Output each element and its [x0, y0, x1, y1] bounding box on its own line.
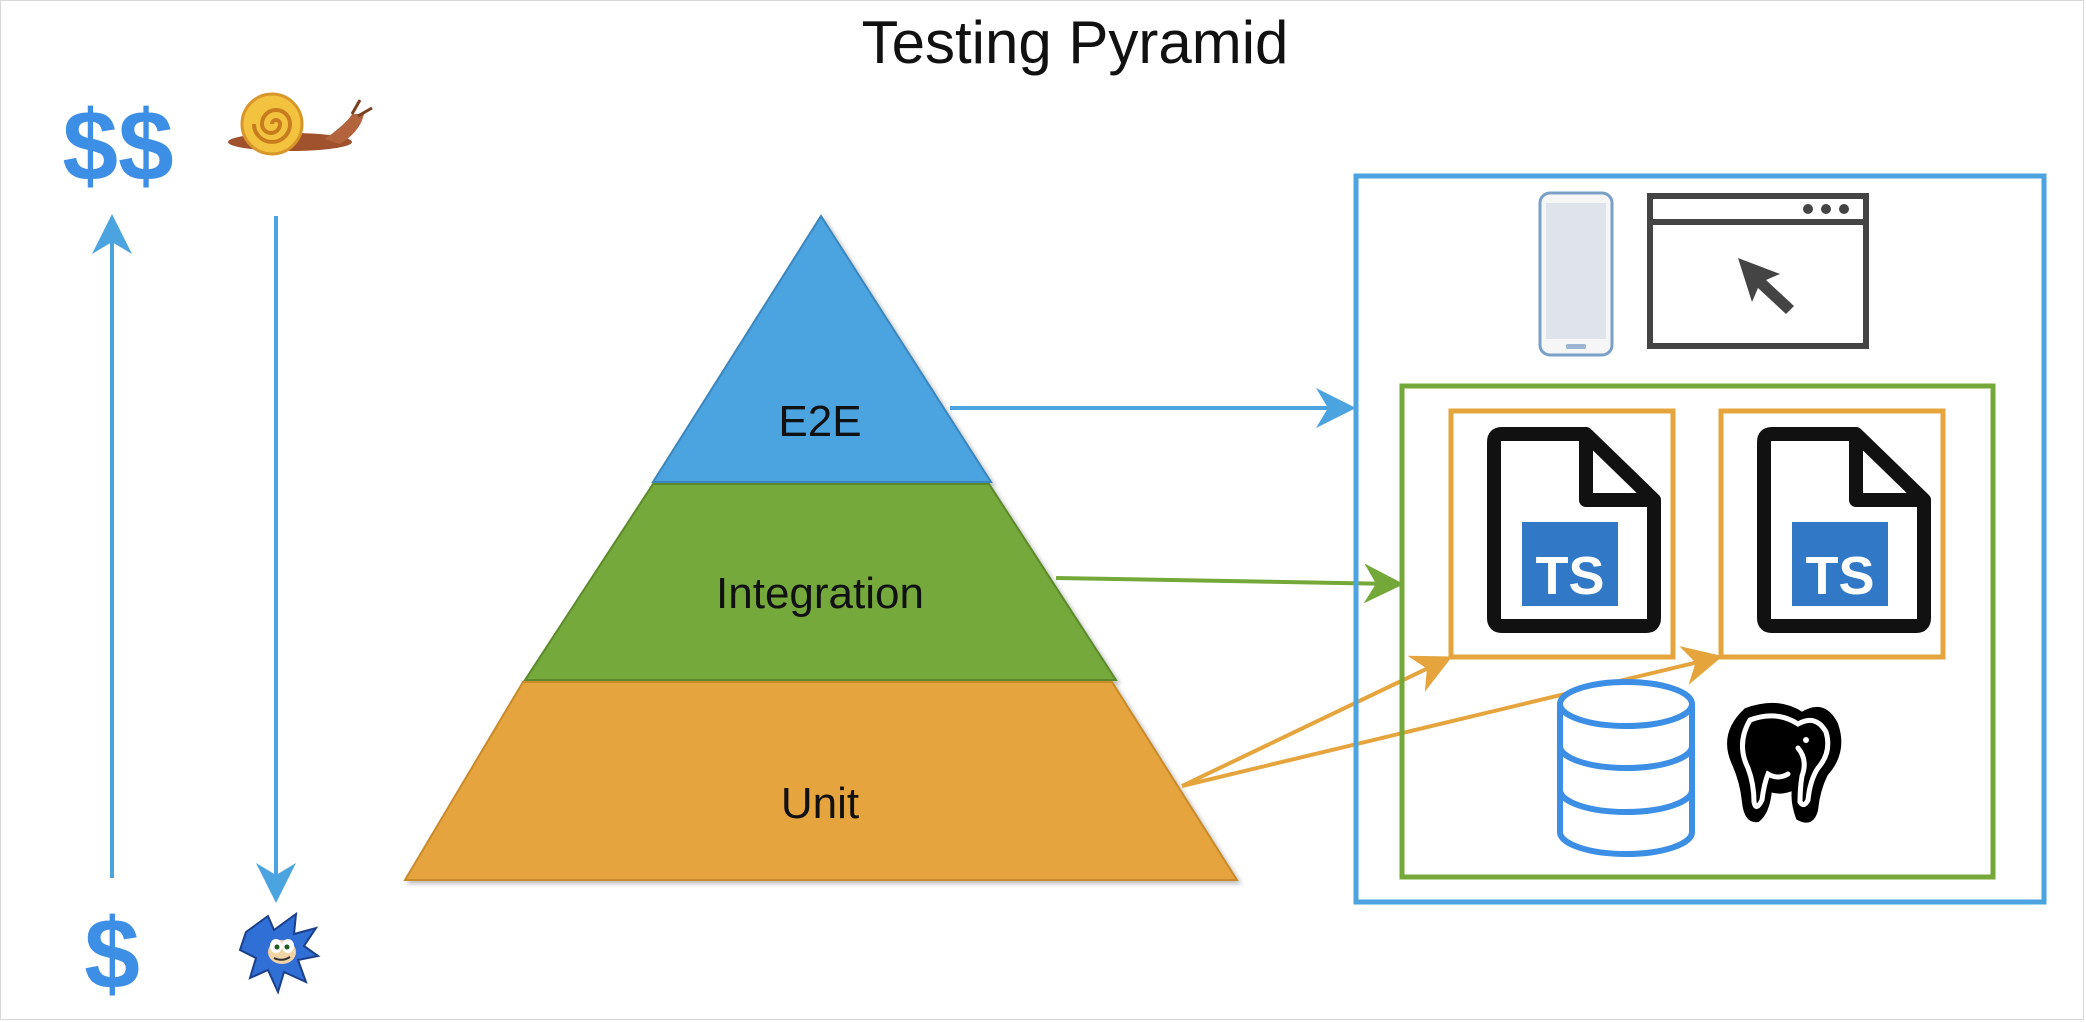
hedgehog-icon: [238, 911, 321, 995]
unit-connector-arrow-1: [1181, 655, 1453, 788]
snail-icon: [228, 92, 373, 156]
e2e-layer: [651, 214, 993, 483]
typescript-file-icon: TS: [1757, 427, 1931, 633]
unit-label: Unit: [781, 779, 859, 828]
database-icon: [1557, 679, 1695, 857]
integration-layer: [523, 483, 1118, 681]
cursor-icon: [1738, 258, 1794, 314]
unit-layer: [403, 681, 1239, 881]
ts-badge-label: TS: [1535, 546, 1604, 606]
mobile-phone-icon: [1538, 191, 1614, 357]
low-cost-label: $: [84, 898, 140, 1010]
integration-scope-box: [1399, 383, 1996, 880]
unit-scope-box-1: [1448, 408, 1676, 660]
postgresql-elephant-icon: [1727, 702, 1842, 823]
typescript-file-icon: TS: [1487, 427, 1661, 633]
diagram-title: Testing Pyramid: [862, 9, 1289, 76]
ts-badge-label: TS: [1805, 546, 1874, 606]
e2e-label: E2E: [778, 397, 861, 446]
unit-scope-box-2: [1718, 408, 1946, 660]
pyramid: [403, 214, 1239, 881]
browser-window-icon: [1647, 193, 1869, 349]
integration-connector-arrow: [1055, 563, 1404, 604]
integration-label: Integration: [716, 569, 924, 618]
high-cost-label: $$: [62, 90, 173, 202]
e2e-scope-box: [1353, 173, 2047, 905]
